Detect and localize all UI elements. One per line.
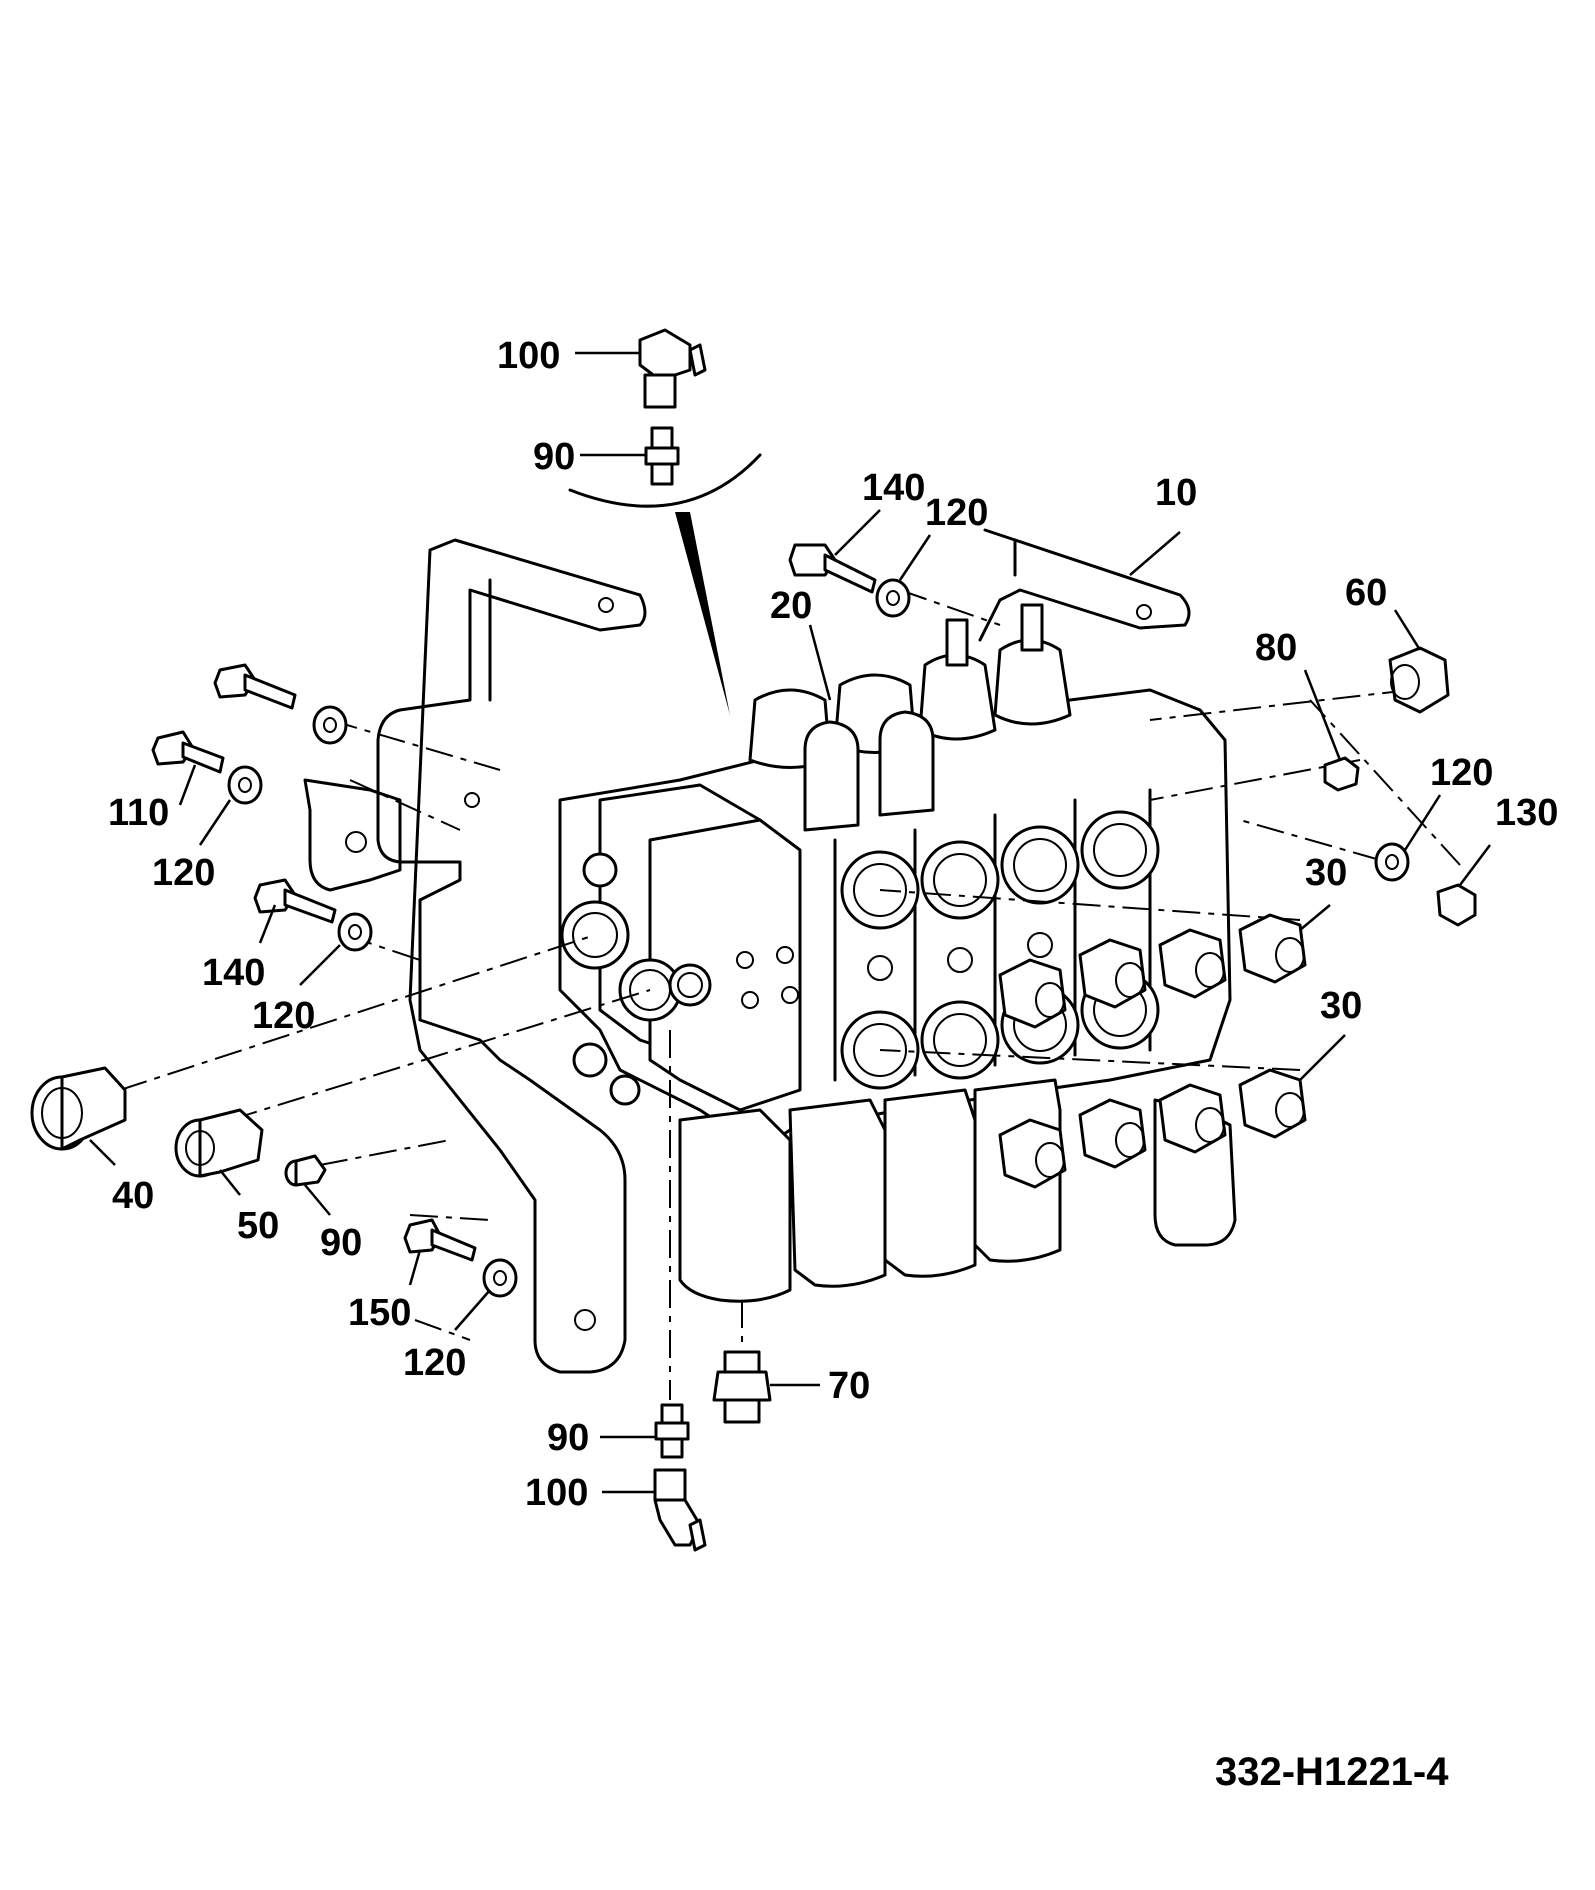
- washer-right: [1374, 842, 1410, 882]
- callout-50: 50: [237, 1205, 279, 1247]
- adapter-90-left: [284, 1154, 327, 1187]
- callout-80: 80: [1255, 627, 1297, 669]
- adapter-90-bottom: [654, 1403, 690, 1459]
- callout-120-left-a: 120: [152, 852, 215, 894]
- callout-120-bottom: 120: [403, 1342, 466, 1384]
- plug-60: [1388, 646, 1450, 714]
- callout-140-top: 140: [862, 467, 925, 509]
- washer-left-upper: [312, 705, 348, 745]
- callout-90-bottom: 90: [547, 1417, 589, 1459]
- mounting-bracket: [303, 528, 1237, 1374]
- callout-120-right: 120: [1430, 752, 1493, 794]
- bolt-150: [403, 1218, 477, 1262]
- callout-110: 110: [108, 792, 169, 834]
- callout-100-top: 100: [497, 335, 560, 377]
- plug-40: [30, 1066, 127, 1151]
- elbow-fitting-bottom: [653, 1468, 707, 1552]
- callout-60: 60: [1345, 572, 1387, 614]
- callout-10: 10: [1155, 472, 1197, 514]
- callout-90-left: 90: [320, 1222, 362, 1264]
- callout-40: 40: [112, 1175, 154, 1217]
- callout-120-left-b: 120: [252, 995, 315, 1037]
- bolt-left-upper: [213, 663, 297, 710]
- callout-130: 130: [1495, 792, 1558, 834]
- adapter-top: [644, 426, 680, 486]
- washer-110: [227, 765, 263, 805]
- nut-130: [1436, 883, 1477, 927]
- callout-labels: 100 90 140 120 10 20 60 80 120 130 30 30…: [108, 335, 1558, 1514]
- adapter-50: [174, 1108, 264, 1178]
- adapters-30-upper: [998, 913, 1307, 1029]
- adapter-80: [1323, 756, 1360, 792]
- bolt-110: [151, 730, 225, 774]
- callout-90-top: 90: [533, 436, 575, 478]
- washer-150: [482, 1258, 518, 1298]
- callout-30-lower: 30: [1320, 985, 1362, 1027]
- bolt-top: [788, 543, 877, 594]
- drawing-reference-number: 332-H1221-4: [1215, 1750, 1449, 1794]
- callout-100-bottom: 100: [525, 1472, 588, 1514]
- washer-top: [875, 578, 911, 618]
- callout-20: 20: [770, 585, 812, 627]
- adapter-70: [712, 1350, 772, 1424]
- callout-120-top: 120: [925, 492, 988, 534]
- callout-140-left: 140: [202, 952, 265, 994]
- adapters-30-lower: [998, 1068, 1307, 1189]
- callout-150: 150: [348, 1292, 411, 1334]
- callout-70: 70: [828, 1365, 870, 1407]
- leader-lines: [89, 351, 1491, 1494]
- detail-callout-marker: [568, 453, 762, 715]
- bolt-140-left: [253, 878, 337, 924]
- washer-140-left: [337, 912, 373, 952]
- elbow-fitting-top: [638, 328, 707, 409]
- callout-30-upper: 30: [1305, 852, 1347, 894]
